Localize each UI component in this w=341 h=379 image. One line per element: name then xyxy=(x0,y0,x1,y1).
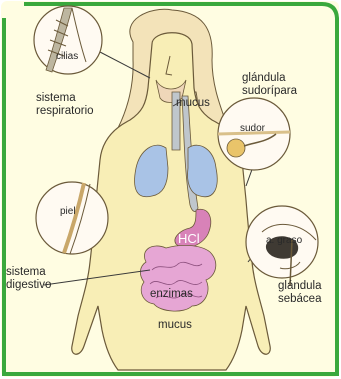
inset-piel xyxy=(36,182,108,254)
label-mucus-top: mucus xyxy=(176,97,210,110)
label-sudor: sudor xyxy=(240,122,265,135)
label-sistema-respiratorio-line1: sistema xyxy=(36,92,94,105)
label-mucus-bottom: mucus xyxy=(158,319,192,332)
label-cilias: cilias xyxy=(56,50,78,63)
label-glandula-sudoripara-line1: glándula xyxy=(242,72,297,85)
label-glandula-sudoripara: glándula sudorípara xyxy=(242,72,297,98)
label-glandula-sebacea-line1: glándula xyxy=(278,280,321,293)
label-glandula-sebacea-line2: sebácea xyxy=(278,293,321,306)
label-piel: piel xyxy=(60,205,76,218)
sweat-gland-icon xyxy=(227,139,245,157)
label-sistema-respiratorio-line2: respiratorio xyxy=(36,105,94,118)
label-glandula-sebacea: glándula sebácea xyxy=(278,280,321,306)
label-sistema-respiratorio: sistema respiratorio xyxy=(36,92,94,118)
label-sistema-digestivo-line1: sistema xyxy=(6,266,51,279)
label-a-graso: a. graso xyxy=(266,234,302,247)
label-sistema-digestivo: sistema digestivo xyxy=(6,266,51,292)
label-glandula-sudoripara-line2: sudorípara xyxy=(242,85,297,98)
inset-cilias xyxy=(34,6,102,74)
label-hcl: HCl xyxy=(178,232,200,245)
label-sistema-digestivo-line2: digestivo xyxy=(6,279,51,292)
label-enzimas: enzimas xyxy=(150,288,193,301)
